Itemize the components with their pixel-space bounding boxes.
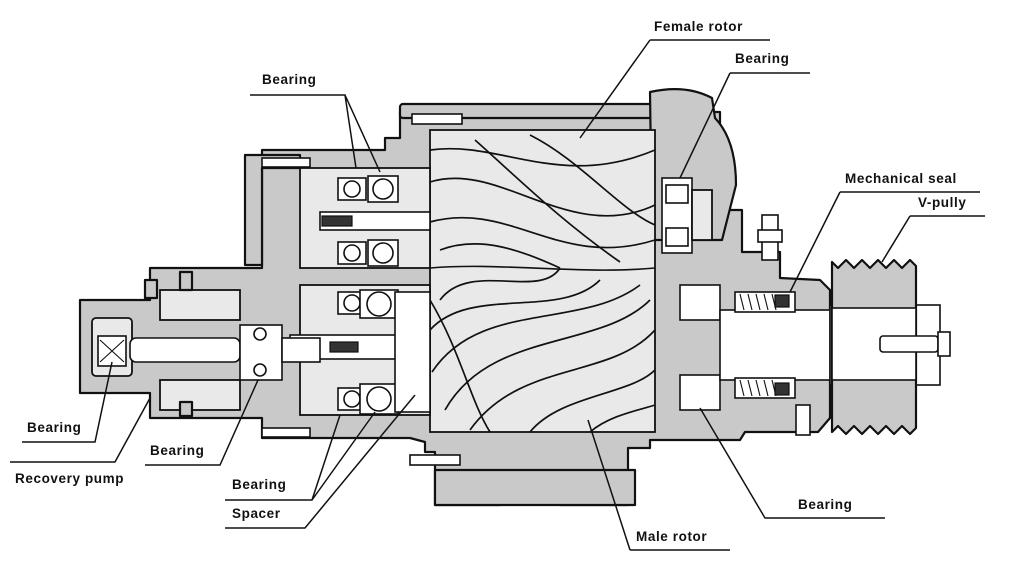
label-bearing-bottom-right: Bearing (699, 407, 885, 519)
label-spacer: Spacer (225, 394, 416, 529)
label-v-pully: V-pully (881, 195, 985, 263)
label-bearing-bottom-left: Bearing (225, 411, 376, 501)
label-bearing-top-right: Bearing (679, 51, 810, 179)
mechanical-seal (734, 214, 811, 436)
label-bearing-lower-left: Bearing (145, 379, 259, 466)
male-rotor (429, 267, 656, 433)
mechanical-seal-label: Mechanical seal (845, 171, 957, 186)
male-rotor-label: Male rotor (636, 529, 707, 544)
v-pully-label: V-pully (918, 195, 966, 210)
label-recovery-pump: Recovery pump (10, 397, 151, 486)
bearing-top-left-label: Bearing (262, 72, 316, 87)
label-female-rotor: Female rotor (579, 19, 770, 139)
bearing-top-right-label: Bearing (735, 51, 789, 66)
left-bearing-block (289, 167, 431, 416)
rotor-bore (429, 129, 656, 433)
recovery-pump-label: Recovery pump (15, 471, 124, 486)
label-male-rotor: Male rotor (587, 419, 730, 551)
label-mechanical-seal: Mechanical seal (789, 171, 980, 293)
female-rotor (429, 134, 656, 269)
female-rotor-label: Female rotor (654, 19, 743, 34)
bearing-lower-left-label: Bearing (150, 443, 204, 458)
v-pully (830, 258, 951, 436)
right-bearing (661, 177, 713, 254)
label-bearing-left: Bearing (22, 361, 113, 443)
bearing-bottom-right-label: Bearing (798, 497, 852, 512)
bearing-left-label: Bearing (27, 420, 81, 435)
spacer-label: Spacer (232, 506, 281, 521)
housing-bolts (261, 113, 463, 466)
recovery-pump (91, 270, 321, 418)
bearing-bottom-left-label: Bearing (232, 477, 286, 492)
label-bearing-top-left: Bearing (250, 72, 381, 173)
